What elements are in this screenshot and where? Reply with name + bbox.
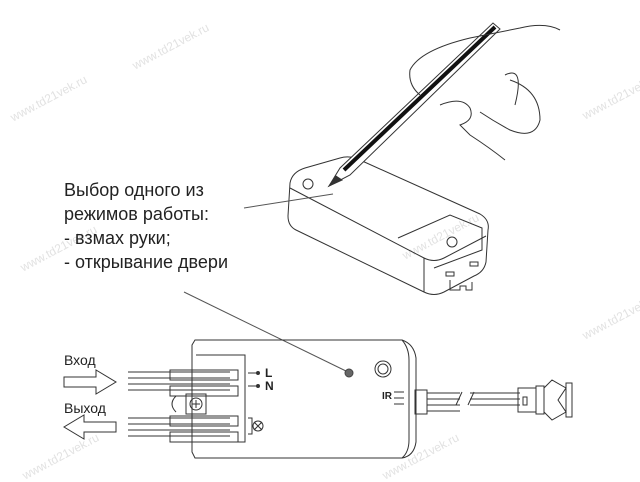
mode-selection-note: Выбор одного из режимов работы: - взмах … (64, 178, 228, 274)
sensor-box-top-view (128, 339, 573, 459)
sensor-box-3d (287, 156, 489, 295)
note-line-4: - открывание двери (64, 252, 228, 272)
pencil (327, 22, 501, 188)
output-label: Выход (64, 400, 106, 416)
pin-n-label: N (265, 379, 274, 393)
pin-l-label: L (265, 366, 273, 380)
hand (409, 24, 561, 161)
output-arrow-icon (63, 414, 117, 440)
input-label: Вход (64, 352, 96, 368)
input-arrow-icon (63, 369, 117, 395)
note-line-2: режимов работы: (64, 204, 209, 224)
ir-label: IR (382, 391, 392, 402)
note-line-3: - взмах руки; (64, 228, 171, 248)
note-line-1: Выбор одного из (64, 180, 204, 200)
